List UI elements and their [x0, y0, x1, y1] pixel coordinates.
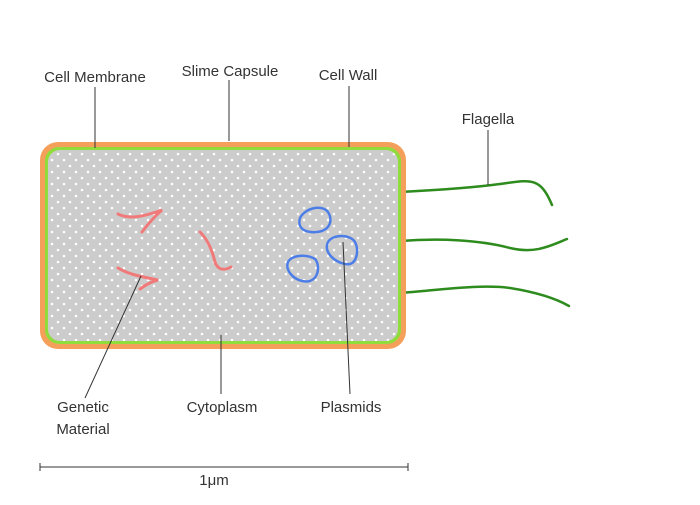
- flagellum-bottom: [398, 285, 571, 308]
- label-plasmids: Plasmids: [321, 399, 382, 416]
- cytoplasm-dots: [48, 150, 398, 341]
- scale-bar: [39, 463, 409, 471]
- label-cell-wall: Cell Wall: [319, 67, 378, 84]
- label-genetic-material-line1: Genetic: [57, 399, 109, 416]
- flagellum-top: [398, 179, 554, 207]
- plasmids: [286, 206, 359, 283]
- label-cell-membrane: Cell Membrane: [44, 69, 146, 86]
- leader-lines: [84, 80, 489, 399]
- label-slime-capsule: Slime Capsule: [182, 63, 279, 80]
- genetic-material: [116, 208, 233, 291]
- flagella-group: [398, 179, 571, 308]
- label-flagella: Flagella: [462, 111, 515, 128]
- scale-bar-label: 1μm: [199, 472, 228, 489]
- flagellum-middle: [398, 237, 569, 252]
- label-genetic-material-line2: Material: [56, 421, 109, 438]
- label-cytoplasm: Cytoplasm: [187, 399, 258, 416]
